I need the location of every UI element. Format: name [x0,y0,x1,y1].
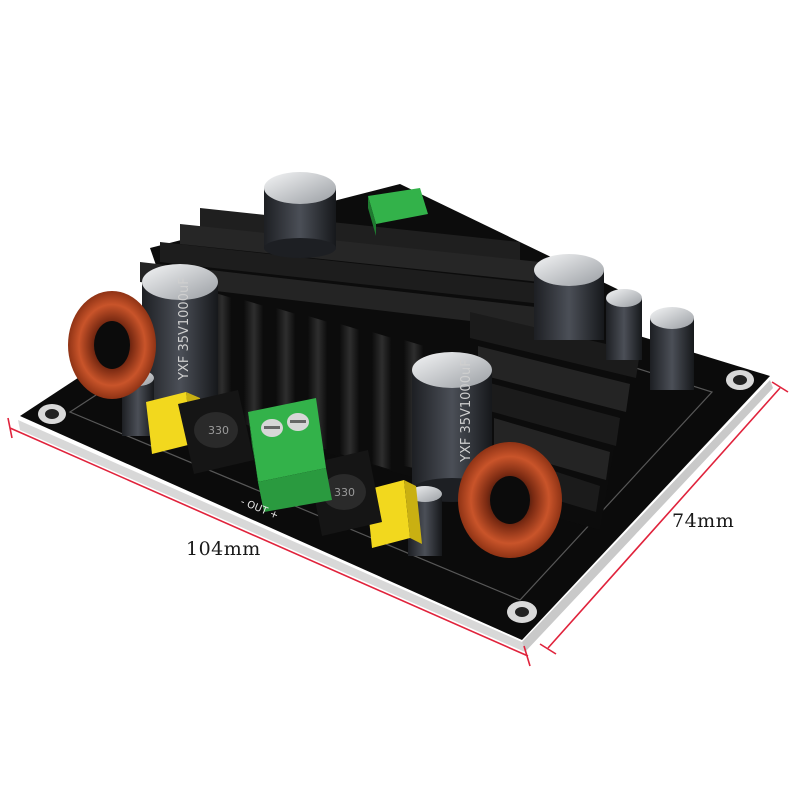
power-terminal-block [368,188,428,236]
capacitor-label: YXF 35V1000uF [177,277,192,381]
inductor-label: 330 [208,424,229,437]
mount-hole-icon [507,601,537,623]
capacitor-right-small-2 [650,307,694,390]
toroid-coil-right [458,442,562,558]
screw-icon [261,419,283,437]
pcb-edge-front [18,420,525,652]
inductor-label: 330 [334,486,355,499]
output-terminal-block [248,398,332,512]
capacitor-right-small [606,289,642,360]
capacitor-right [534,254,604,340]
toroid-coil-left [68,291,156,399]
capacitor-back [264,172,336,258]
smd-inductor-left: 330 [178,390,254,474]
dimension-line-width [539,381,789,655]
length-dimension-label: 104mm [186,538,261,560]
mount-hole-icon [726,370,754,390]
dimension-line-length [7,417,531,667]
mount-hole-icon [38,404,66,424]
pcb-edge-right [522,380,773,652]
capacitor-label: YXF 35V1000uF [459,359,474,463]
width-dimension-label: 74mm [672,510,735,532]
screw-icon [287,413,309,431]
